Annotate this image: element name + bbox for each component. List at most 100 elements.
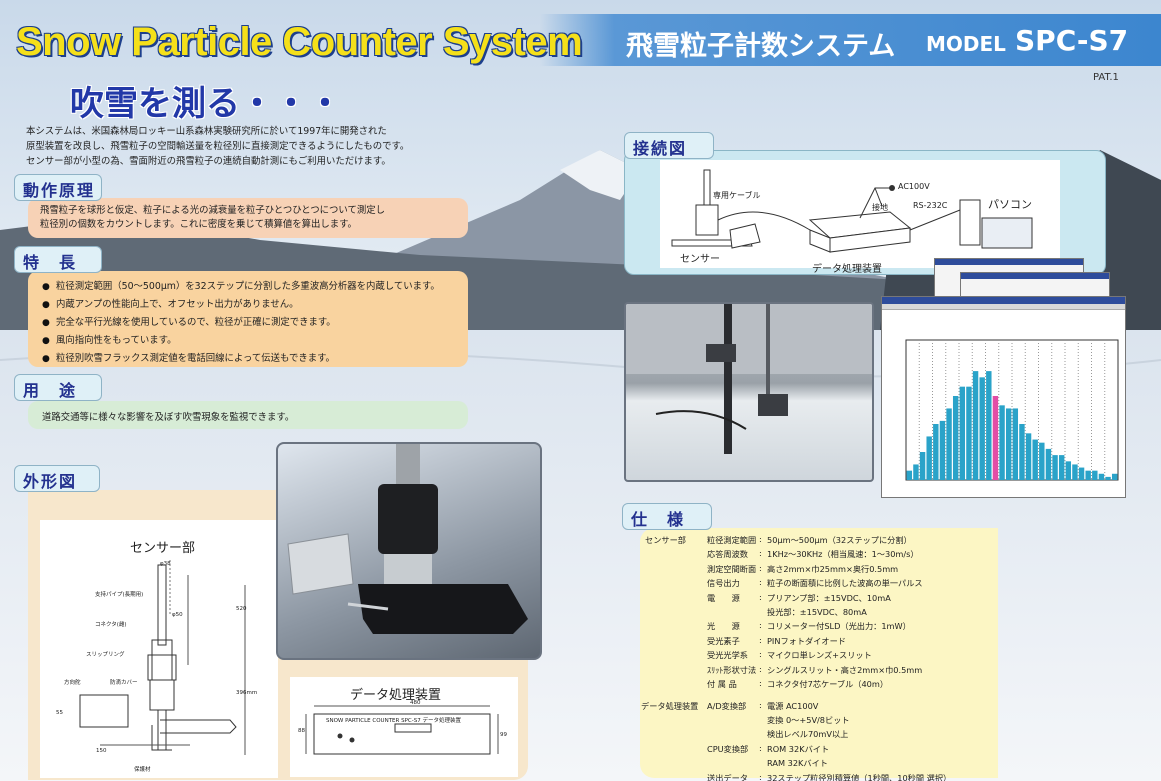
screen-menubar — [882, 304, 1125, 310]
model-code: SPC-S7 — [1015, 24, 1129, 57]
histogram-bar — [919, 452, 926, 480]
spec-colon: : — [759, 678, 762, 688]
spec-colon: : — [759, 534, 762, 544]
spec-colon: : — [759, 771, 762, 781]
spec-item: 付 属 品 — [707, 679, 737, 689]
part-drip-cover: 防滴カバー — [110, 680, 138, 686]
histogram-chart — [905, 339, 1119, 481]
histogram-bar — [1005, 408, 1012, 480]
spec-colon: : — [759, 577, 762, 588]
spec-colon: : — [759, 742, 762, 753]
header-band — [540, 14, 1161, 66]
sensor-photo-image — [287, 444, 528, 634]
histogram-bar — [992, 396, 999, 480]
spec-item: 測定空間断面 — [707, 563, 757, 574]
principle-box: 飛雪粒子を球形と仮定、粒子による光の減衰量を粒子ひとつひとつについて測定し 粒径… — [28, 198, 468, 238]
spec-item: 受光光学系 — [707, 650, 748, 661]
screen-titlebar — [882, 297, 1125, 304]
dim-h88: 88 — [298, 728, 305, 734]
spec-value: 検出レベル70mV以上 — [767, 729, 849, 740]
connection-diagram — [671, 169, 1033, 253]
histogram-bar — [1025, 433, 1032, 480]
histogram-bar — [952, 396, 959, 480]
spec-value: マイクロ単レンズ+スリット — [767, 650, 872, 661]
spec-colon: : — [759, 620, 762, 631]
histogram-bar — [1012, 408, 1019, 480]
spec-item: 粒径測定範囲 — [707, 535, 757, 545]
spec-colon: : — [759, 562, 762, 573]
histogram-bar — [986, 371, 992, 480]
sensor-drawing-area — [40, 520, 278, 778]
usage-box: 道路交通等に様々な影響を及ぼす吹雪現象を監視できます。 — [28, 401, 468, 429]
histogram-bar — [999, 405, 1005, 480]
spec-value: 投光部：±15VDC、80mA — [767, 607, 867, 617]
spec-value: PINフォトダイオード — [767, 635, 846, 646]
spec-value: コネクタ付7芯ケーブル（40m） — [767, 679, 889, 689]
spec-value: 高さ2mm×巾25mm×奥行0.5mm — [767, 563, 899, 574]
histogram-bar — [939, 420, 946, 480]
spec-colon: : — [759, 699, 762, 710]
field-photo — [624, 302, 874, 482]
dim-h396: 396mm — [236, 690, 258, 696]
spec-panel — [640, 528, 998, 778]
histogram-bar — [972, 371, 979, 480]
outline-heading: 外形図 — [14, 465, 100, 492]
dp-panel-text: SNOW PARTICLE COUNTER SPC-S7 データ処理装置 — [326, 718, 461, 724]
usage-heading: 用 途 — [14, 374, 102, 401]
histogram-bar — [1072, 464, 1078, 480]
label-ac100v: AC100V — [898, 182, 930, 191]
label-rs232c: RS-232C — [913, 201, 948, 210]
histogram-bar — [1092, 470, 1098, 480]
features-list: 粒径測定範囲（50〜500μm）を32ステップに分割した多重波高分析器を内蔵して… — [42, 278, 468, 368]
patent-mark: PAT.1 — [1093, 72, 1119, 83]
histogram-bar — [1065, 461, 1072, 480]
spec-colon: : — [759, 634, 762, 645]
features-box: 粒径測定範囲（50〜500μm）を32ステップに分割した多重波高分析器を内蔵して… — [28, 271, 468, 368]
dim-d38: φ38 — [160, 561, 171, 567]
histogram-bar — [1019, 424, 1025, 480]
feature-item: 粒径別吹雪フラックス測定値を電話回線によって伝送もできます。 — [42, 350, 468, 368]
window-titlebar — [961, 273, 1109, 279]
software-screen — [881, 296, 1126, 498]
spec-item: 受光素子 — [707, 635, 740, 646]
dp-outline-drawing — [305, 705, 499, 755]
histogram-bar — [946, 408, 952, 480]
label-sensor: センサー — [680, 254, 720, 265]
feature-item: 粒径測定範囲（50〜500μm）を32ステップに分割した多重波高分析器を内蔵して… — [42, 278, 468, 296]
part-connector: コネクタ(雌) — [95, 622, 127, 628]
histogram-bar — [913, 464, 919, 480]
spec-value: 32ステップ粒径別積算値（1秒間、10秒間 選択） — [767, 772, 952, 781]
histogram-bar — [979, 377, 985, 480]
spec-value: コリメーター付SLD（光出力：1mW） — [767, 621, 911, 632]
connection-heading: 接続図 — [624, 132, 714, 159]
spec-value: RAM 32Kバイト — [767, 758, 828, 769]
spec-colon: : — [759, 548, 762, 559]
dim-w150: 150 — [96, 748, 107, 754]
histogram-bar — [926, 436, 932, 480]
histogram-bar — [906, 470, 913, 480]
spec-category: センサー部 — [645, 535, 686, 545]
spec-value: プリアンプ部：±15VDC、10mA — [767, 592, 891, 603]
part-protector: 保護材 — [134, 767, 151, 773]
label-cable: 専用ケーブル — [713, 191, 761, 200]
dim-w480: 480 — [410, 700, 421, 706]
title-japanese: 飛雪粒子計数システム — [626, 31, 896, 62]
feature-item: 完全な平行光線を使用しているので、粒径が正確に測定できます。 — [42, 314, 468, 332]
spec-value: 電源 AC100V — [767, 700, 819, 711]
part-slip-ring: スリップリング — [86, 652, 125, 658]
spec-value: 1KHz〜30KHz（相当風速：1〜30m/s） — [767, 549, 919, 560]
dp-drawing-label: データ処理装置 — [350, 688, 442, 703]
spec-colon: : — [759, 663, 762, 674]
label-pc: パソコン — [988, 198, 1032, 211]
usage-text: 道路交通等に様々な影響を及ぼす吹雪現象を監視できます。 — [42, 412, 295, 423]
feature-item: 内蔵アンプの性能向上で、オフセット出力がありません。 — [42, 296, 468, 314]
histogram-bar — [1032, 439, 1038, 480]
spec-category: データ処理装置 — [641, 700, 699, 711]
spec-value: ROM 32Kバイト — [767, 743, 830, 754]
feature-item: 風向指向性をもっています。 — [42, 332, 468, 350]
spec-heading: 仕 様 — [622, 503, 712, 530]
label-dp: データ処理装置 — [812, 264, 882, 275]
histogram-bar — [1058, 455, 1065, 480]
dp-drawing-area — [290, 677, 518, 777]
spec-item: 信号出力 — [707, 578, 740, 589]
